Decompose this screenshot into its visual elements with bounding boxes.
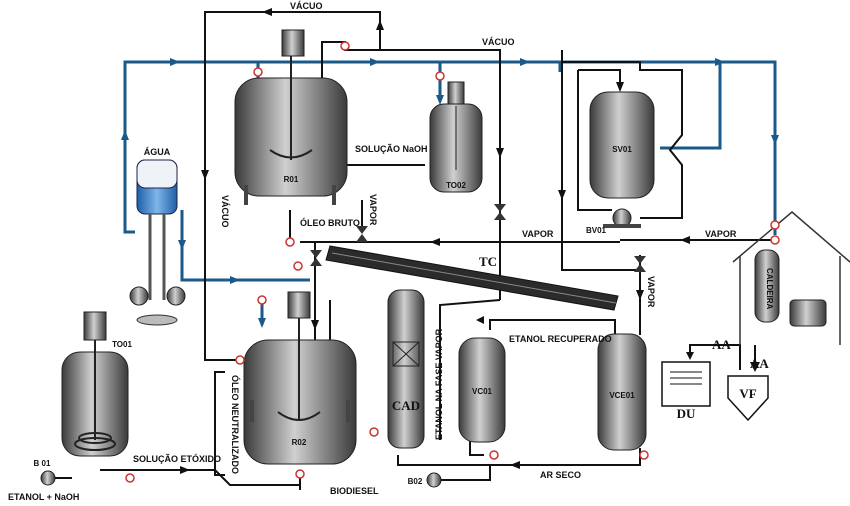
label-vacuo-mid: VÁCUO <box>482 37 515 47</box>
vf-label: VF <box>739 386 756 401</box>
heat-exchanger-tc[interactable]: TC <box>325 245 619 311</box>
label-vacuo-left: VÁCUO <box>220 195 230 228</box>
bv01-label: BV01 <box>586 226 607 235</box>
label-solucao-etoxido: SOLUÇÃO ETÓXIDO <box>133 453 221 464</box>
label-aa-1: AA <box>712 337 731 352</box>
filter-vf[interactable]: VF <box>727 375 769 422</box>
b02-label: B02 <box>408 477 423 486</box>
column-cad[interactable]: CAD <box>387 289 425 449</box>
label-ar-seco: AR SECO <box>540 470 581 480</box>
vce01-label: VCE01 <box>609 391 635 400</box>
unit-du[interactable]: DU <box>661 361 711 421</box>
to01-label: TO01 <box>112 340 132 349</box>
water-tank[interactable]: ÁGUA <box>129 147 186 326</box>
pump-bv01[interactable]: BV01 <box>586 208 641 235</box>
label-vapor-r01: VAPOR <box>368 194 378 226</box>
label-oleo-neutralizado: ÓLEO NEUTRALIZADO <box>230 375 241 474</box>
tank-to02[interactable]: TO02 <box>429 81 483 193</box>
r01-label: R01 <box>284 175 299 184</box>
label-etanol-recuperado: ETANOL RECUPERADO <box>509 334 612 344</box>
boiler-house <box>732 211 850 345</box>
reactor-r01[interactable]: R01 <box>234 29 348 205</box>
to02-label: TO02 <box>446 181 466 190</box>
label-etanol-fase-vapor: ETANOL NA FASE VAPOR <box>434 328 444 440</box>
vessel-vce01[interactable]: VCE01 <box>597 333 647 451</box>
pump-b01[interactable]: B 01 <box>34 459 72 486</box>
reactor-r02[interactable]: R02 <box>243 291 357 465</box>
vessel-sv01[interactable]: SV01 <box>589 91 655 199</box>
label-biodiesel: BIODIESEL <box>330 486 379 496</box>
label-solucao-naoh: SOLUÇÃO NaOH <box>355 144 428 154</box>
vessel-vc01[interactable]: VC01 <box>458 337 506 443</box>
du-label: DU <box>677 406 696 421</box>
label-vacuo-top: VÁCUO <box>290 1 323 11</box>
label-vapor-vertical: VAPOR <box>646 276 656 308</box>
label-vapor-right: VAPOR <box>705 229 737 239</box>
tank-to01[interactable]: TO01 <box>61 311 132 457</box>
r02-label: R02 <box>292 438 307 447</box>
b01-label: B 01 <box>34 459 51 468</box>
label-vapor-main: VAPOR <box>522 229 554 239</box>
stream-labels: VÁCUO VÁCUO VÁCUO SOLUÇÃO NaOH ÓLEO BRUT… <box>8 1 769 502</box>
label-aa-2: AA <box>750 356 769 371</box>
caldeira-label: CALDEIRA <box>765 268 774 310</box>
cad-label: CAD <box>392 398 420 413</box>
process-lines <box>100 8 775 490</box>
sv01-label: SV01 <box>612 145 632 154</box>
boiler-caldeira[interactable]: CALDEIRA <box>754 249 827 327</box>
valves[interactable] <box>125 41 780 483</box>
tc-label: TC <box>479 254 497 269</box>
vc01-label: VC01 <box>472 387 493 396</box>
label-oleo-bruto: ÓLEO BRUTO <box>300 217 360 228</box>
label-etanol-naoh: ETANOL + NaOH <box>8 492 79 502</box>
agua-label: ÁGUA <box>144 147 171 157</box>
pump-b02[interactable]: B02 <box>408 472 442 488</box>
